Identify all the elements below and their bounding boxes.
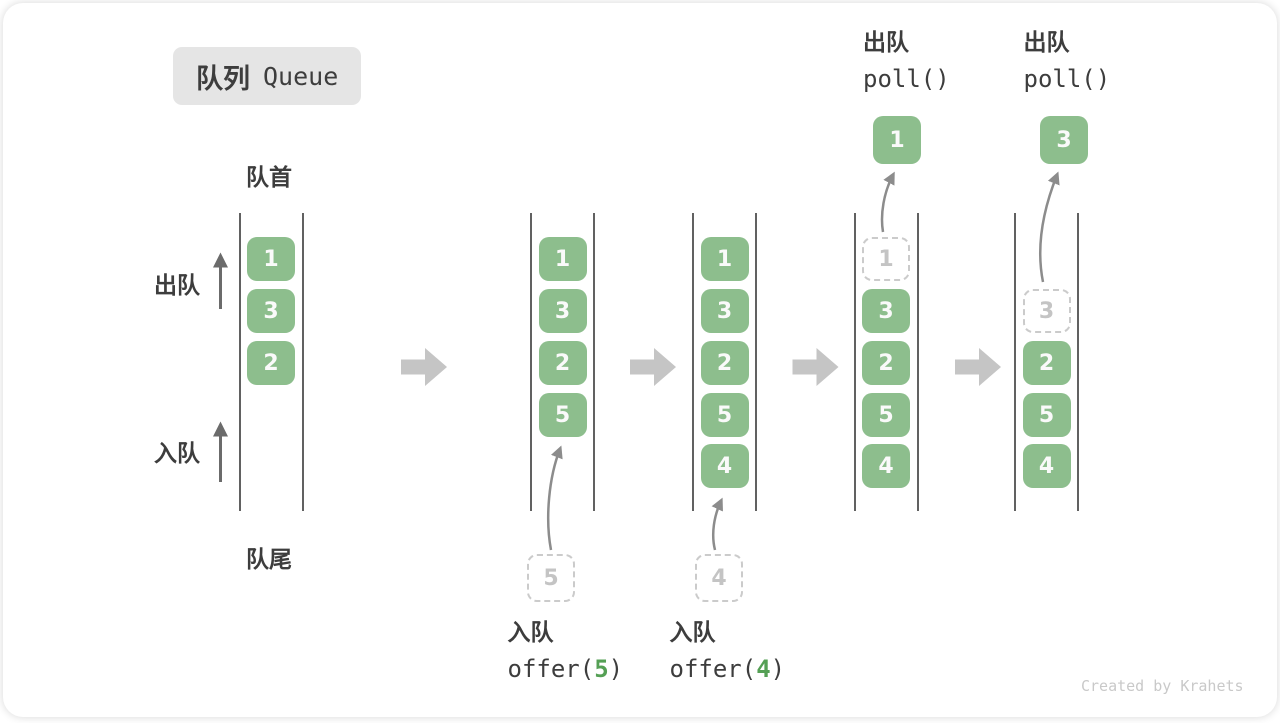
- queue-item: 4: [1022, 444, 1071, 488]
- queue-item-dashed: 1: [862, 237, 910, 281]
- title-en: Queue: [263, 61, 339, 91]
- queue-wall-right: [1077, 213, 1079, 511]
- queue-item: 1: [247, 237, 295, 281]
- incoming-item: 5: [527, 554, 575, 602]
- queue-wall-left: [853, 213, 856, 511]
- queue-item: 1: [538, 237, 587, 281]
- queue-item: 2: [700, 341, 749, 385]
- queue-item: 5: [700, 393, 749, 437]
- queue-item: 3: [247, 289, 295, 333]
- queue-item-dashed: 3: [1022, 289, 1071, 333]
- operation-code-text: ): [608, 655, 624, 683]
- queue-wall-left: [238, 213, 241, 511]
- queue-item: 1: [700, 237, 749, 281]
- queue-wall-right: [301, 213, 304, 511]
- queue-wall-left: [692, 213, 694, 511]
- operation-code: poll(): [863, 65, 950, 93]
- queue-item: 2: [538, 341, 587, 385]
- queue-item: 3: [538, 289, 587, 333]
- queue-item: 5: [538, 393, 587, 437]
- queue-wall-left: [530, 213, 532, 511]
- queue-item: 5: [1022, 393, 1071, 437]
- operation-code: poll(): [1023, 65, 1111, 93]
- queue-item: 5: [862, 393, 910, 437]
- watermark: Created by Krahets: [1081, 677, 1244, 695]
- operation-code-text: ): [770, 655, 786, 683]
- queue-item: 2: [1022, 341, 1071, 385]
- label-enqueue: 入队: [154, 441, 200, 467]
- queue-item: 4: [862, 444, 910, 488]
- operation-label: 入队: [507, 620, 554, 646]
- operation-label: 出队: [1023, 30, 1070, 56]
- operation-label: 入队: [669, 620, 716, 646]
- queue-wall-right: [593, 213, 595, 511]
- label-dequeue: 出队: [154, 273, 200, 299]
- operation-enqueue: 入队 offer(4): [670, 617, 786, 685]
- incoming-item: 4: [695, 554, 743, 602]
- operation-code: offer(5): [508, 653, 624, 685]
- operation-code-text: offer(: [507, 655, 595, 683]
- title-badge: 队列 Queue: [173, 47, 362, 105]
- queue-item: 2: [247, 341, 295, 385]
- queue-wall-left: [1014, 213, 1016, 511]
- operation-arg: 4: [756, 655, 771, 683]
- operation-arg: 5: [594, 655, 609, 683]
- title-zh: 队列: [196, 63, 250, 95]
- label-queue-rear: 队尾: [246, 547, 292, 573]
- dequeued-item: 1: [873, 116, 921, 164]
- operation-code-text: offer(: [669, 655, 757, 683]
- queue-wall-right: [755, 213, 757, 511]
- operation-dequeue: 出队 poll(): [863, 27, 950, 95]
- queue-wall-right: [916, 213, 919, 511]
- label-queue-front: 队首: [246, 165, 292, 191]
- queue-item: 2: [862, 341, 910, 385]
- operation-dequeue: 出队 poll(): [1024, 27, 1111, 95]
- queue-item: 3: [862, 289, 910, 333]
- operation-code: offer(4): [670, 653, 786, 685]
- queue-item: 4: [700, 444, 749, 488]
- dequeued-item: 3: [1040, 116, 1088, 164]
- operation-enqueue: 入队 offer(5): [508, 617, 624, 685]
- operation-label: 出队: [863, 30, 909, 56]
- queue-item: 3: [700, 289, 749, 333]
